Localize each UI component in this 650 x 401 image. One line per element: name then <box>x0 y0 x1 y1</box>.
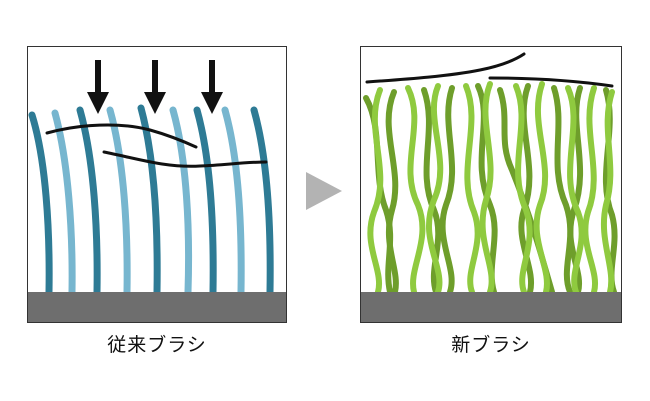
bristle <box>169 106 193 296</box>
pressure-arrows <box>87 60 223 114</box>
dirt-particle <box>45 123 198 149</box>
bristle <box>551 85 574 295</box>
down-arrow-icon <box>87 60 109 114</box>
bristle <box>479 81 495 295</box>
bristle <box>76 106 101 296</box>
bristle <box>193 106 217 296</box>
bristle <box>221 106 245 296</box>
bristle <box>137 104 161 296</box>
bristle <box>582 85 599 295</box>
down-arrow-icon <box>144 60 166 114</box>
bristle <box>600 89 615 295</box>
new-brush-panel <box>360 46 622 323</box>
bristle <box>250 106 274 296</box>
conventional-brush-panel <box>27 46 287 323</box>
bristle <box>28 111 53 296</box>
new-brush-caption: 新ブラシ <box>451 334 531 356</box>
bristle <box>565 85 585 295</box>
dirt-particle <box>102 150 268 168</box>
bristle <box>463 83 481 295</box>
conventional-brush-caption: 従来ブラシ <box>107 334 207 356</box>
bristle <box>439 85 455 295</box>
bristle <box>533 81 550 295</box>
bristle <box>513 83 533 295</box>
brush-base <box>361 292 621 322</box>
bristle <box>106 106 131 296</box>
bristle <box>426 83 444 295</box>
transition-arrow-icon <box>306 172 342 210</box>
down-arrow-icon <box>201 60 223 114</box>
dirt-particle <box>365 52 526 84</box>
bristle <box>367 87 384 295</box>
bristle <box>405 85 426 295</box>
brush-base <box>28 292 286 322</box>
dirt-particle <box>488 76 614 88</box>
new-bristles <box>363 81 618 295</box>
bristle <box>385 89 399 295</box>
